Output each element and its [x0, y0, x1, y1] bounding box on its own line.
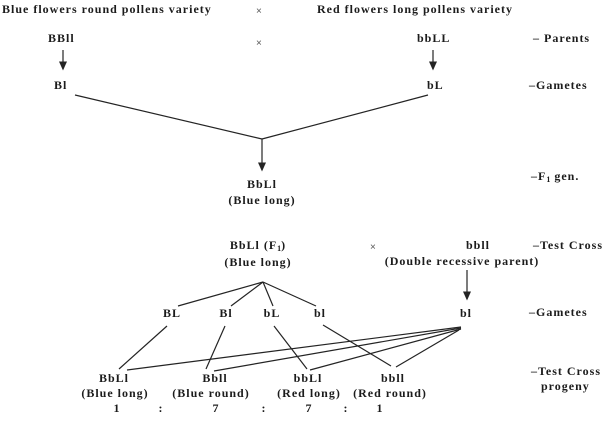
- testcross-f1-genotype: BbLl (F1): [229, 238, 287, 253]
- progeny-ratio-2: 7: [212, 401, 220, 415]
- cross-icon: ×: [256, 38, 262, 49]
- line-recessive-gamete-to-progeny-1: [126, 326, 462, 371]
- line-recessive-gamete-to-progeny-2: [213, 327, 462, 372]
- progeny-ratio-4: 1: [376, 401, 384, 415]
- progeny-phenotype-2: (Blue round): [172, 386, 250, 400]
- testcross-f1-genotype-post: ): [281, 238, 287, 252]
- progeny-ratio-1: 1: [113, 401, 121, 415]
- testcross-f1-genotype-sub: 1: [277, 244, 282, 253]
- progeny-ratio-3: 7: [305, 401, 313, 415]
- recessive-gamete-bl: bl: [459, 306, 473, 320]
- left-parent-gamete: Bl: [54, 78, 68, 92]
- ratio-separator: :: [343, 401, 349, 415]
- side-label-gametes-testcross: –Gametes: [529, 305, 588, 319]
- f1-phenotype: (Blue long): [228, 193, 296, 207]
- cross-icon: ×: [256, 6, 262, 17]
- recessive-parent-genotype: bbll: [465, 238, 491, 252]
- progeny-phenotype-1: (Blue long): [81, 386, 149, 400]
- right-parent-gamete: bL: [427, 78, 444, 92]
- ratio-separator: :: [158, 401, 164, 415]
- line-f1-to-gamete-bL: [262, 281, 274, 307]
- side-label-f1-gen-post: gen.: [550, 169, 580, 183]
- side-label-test-cross: –Test Cross: [533, 238, 604, 252]
- line-f1-to-gamete-bl: [262, 281, 317, 307]
- f1-gamete-BL: BL: [162, 306, 182, 320]
- side-label-test-cross-progeny-line1: –Test Cross: [531, 364, 602, 378]
- side-label-test-cross-progeny-line2: progeny: [541, 379, 590, 393]
- progeny-genotype-4: bbll: [380, 371, 406, 385]
- line-recessive-gamete-to-progeny-3: [309, 328, 462, 371]
- right-parent-genotype: bbLL: [417, 31, 451, 45]
- testcross-f1-genotype-pre: BbLl (F: [229, 238, 278, 252]
- cross-icon: ×: [370, 242, 376, 253]
- line-recessive-gamete-to-progeny-4: [395, 329, 460, 368]
- side-label-f1-gen-pre: –F: [531, 169, 547, 183]
- line-left-gamete-to-f1: [74, 94, 263, 140]
- side-label-f1-gen-sub: 1: [546, 175, 551, 184]
- line-gamete-BL-to-progeny: [118, 325, 168, 370]
- line-gamete-Bl-to-progeny: [205, 325, 226, 370]
- side-label-parents: – Parents: [533, 31, 591, 45]
- progeny-phenotype-3: (Red long): [277, 386, 341, 400]
- left-variety-label: Blue flowers round pollens variety: [2, 2, 212, 16]
- progeny-phenotype-4: (Red round): [353, 386, 427, 400]
- side-label-f1-gen: –F1 gen.: [531, 169, 580, 184]
- f1-gamete-Bl: Bl: [219, 306, 233, 320]
- side-label-gametes: –Gametes: [529, 78, 588, 92]
- f1-genotype: BbLl: [246, 177, 278, 191]
- right-variety-label: Red flowers long pollens variety: [317, 2, 513, 16]
- recessive-parent-description: (Double recessive parent): [384, 254, 540, 268]
- line-gamete-bL-to-progeny: [273, 325, 308, 370]
- progeny-genotype-2: Bbll: [202, 371, 228, 385]
- progeny-genotype-3: bbLl: [293, 371, 323, 385]
- ratio-separator: :: [261, 401, 267, 415]
- progeny-genotype-1: BbLl: [98, 371, 130, 385]
- left-parent-genotype: BBll: [48, 31, 75, 45]
- line-f1-to-gamete-BL: [177, 281, 264, 307]
- line-right-gamete-to-f1: [261, 94, 429, 140]
- testcross-f1-phenotype: (Blue long): [224, 255, 292, 269]
- line-f1-to-gamete-Bl: [230, 281, 264, 307]
- f1-gamete-bl: bl: [313, 306, 327, 320]
- f1-gamete-bL: bL: [263, 306, 281, 320]
